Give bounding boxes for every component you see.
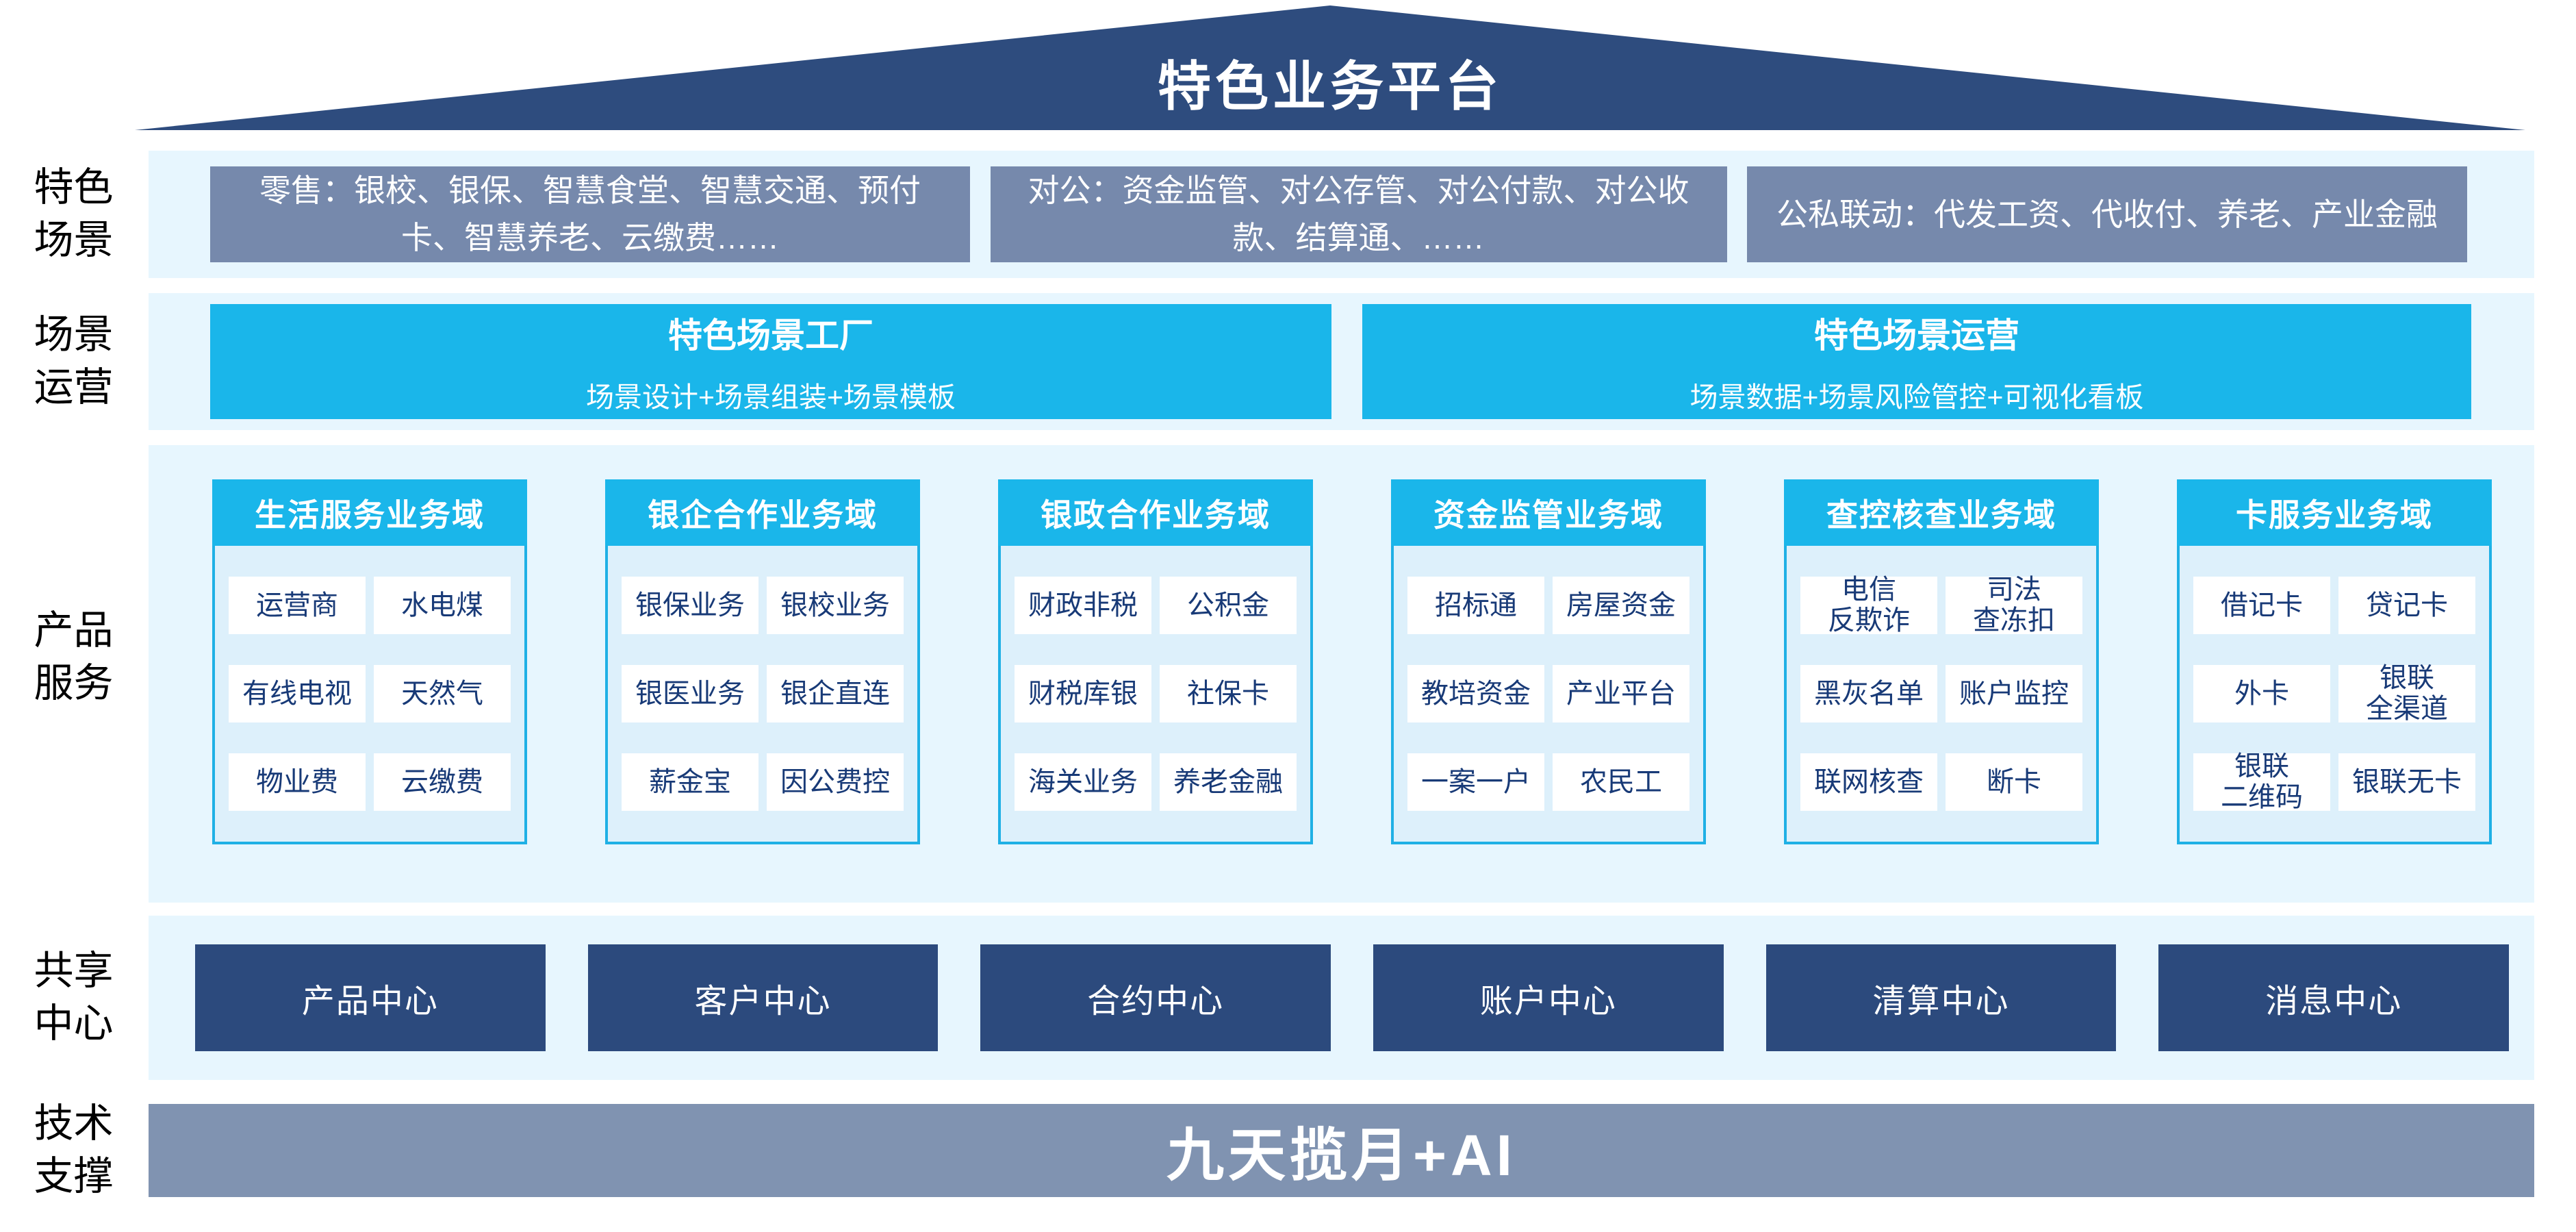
- product-column-bank-government: 银政合作业务域 财政非税 公积金 财税库银 社保卡 海关业务 养老金融: [998, 479, 1313, 844]
- product-item: 电信 反欺诈: [1800, 575, 1937, 636]
- product-item: 银联 全渠道: [2338, 663, 2475, 724]
- side-label-tech: 技术 支撑: [34, 1101, 114, 1198]
- product-column-card-services: 卡服务业务域 借记卡 贷记卡 外卡 银联 全渠道 银联 二维码 银联无卡: [2177, 479, 2492, 844]
- product-item: 联网核查: [1800, 753, 1937, 811]
- product-item: 司法 查冻扣: [1946, 575, 2082, 636]
- product-item: 银企直连: [767, 665, 904, 722]
- product-item: 教培资金: [1407, 665, 1544, 722]
- scenario-box-retail: 零售：银校、银保、智慧食堂、智慧交通、预付卡、智慧养老、云缴费……: [210, 166, 970, 262]
- tech-support-bar: 九天揽月+AI: [149, 1104, 2534, 1197]
- product-column-header: 卡服务业务域: [2177, 479, 2492, 546]
- product-item: 黑灰名单: [1800, 665, 1937, 722]
- operation-box-scene-factory: 特色场景工厂 场景设计+场景组装+场景模板: [210, 304, 1331, 419]
- product-item: 养老金融: [1160, 753, 1297, 811]
- product-column-header: 查控核查业务域: [1784, 479, 2099, 546]
- product-item: 天然气: [374, 665, 511, 722]
- scenario-box-public-private: 公私联动：代发工资、代收付、养老、产业金融: [1747, 166, 2467, 262]
- shared-center-product: 产品中心: [195, 944, 546, 1051]
- product-item: 借记卡: [2193, 577, 2330, 634]
- operation-box-title: 特色场景运营: [1814, 316, 2019, 355]
- product-item: 银保业务: [622, 577, 758, 634]
- product-column-bank-enterprise: 银企合作业务域 银保业务 银校业务 银医业务 银企直连 薪金宝 因公费控: [605, 479, 920, 844]
- operation-box-subtitle: 场景数据+场景风险管控+可视化看板: [1689, 381, 2144, 413]
- product-column-header: 银企合作业务域: [605, 479, 920, 546]
- shared-band: 产品中心 客户中心 合约中心 账户中心 清算中心 消息中心: [149, 916, 2534, 1080]
- tech-support-label: 九天揽月+AI: [1166, 1122, 1517, 1187]
- product-item: 银联无卡: [2338, 753, 2475, 811]
- product-item: 社保卡: [1160, 665, 1297, 722]
- product-item: 贷记卡: [2338, 577, 2475, 634]
- shared-center-message: 消息中心: [2158, 944, 2510, 1051]
- side-label-products: 产品 服务: [34, 608, 114, 705]
- scenario-box-corporate: 对公：资金监管、对公存管、对公付款、对公收款、结算通、……: [990, 166, 1727, 262]
- product-column-body: 招标通 房屋资金 教培资金 产业平台 一案一户 农民工: [1391, 546, 1706, 844]
- product-item: 水电煤: [374, 577, 511, 634]
- products-band: 生活服务业务域 运营商 水电煤 有线电视 天然气 物业费 云缴费 银企合作业务域…: [149, 445, 2534, 903]
- product-column-header: 资金监管业务域: [1391, 479, 1706, 546]
- product-item: 海关业务: [1015, 753, 1151, 811]
- product-item: 有线电视: [229, 665, 366, 722]
- product-column-inquiry-control: 查控核查业务域 电信 反欺诈 司法 查冻扣 黑灰名单 账户监控 联网核查 断卡: [1784, 479, 2099, 844]
- product-column-body: 财政非税 公积金 财税库银 社保卡 海关业务 养老金融: [998, 546, 1313, 844]
- product-item: 物业费: [229, 753, 366, 811]
- operations-band: 特色场景工厂 场景设计+场景组装+场景模板 特色场景运营 场景数据+场景风险管控…: [149, 293, 2534, 430]
- product-item: 农民工: [1553, 753, 1689, 811]
- product-item: 因公费控: [767, 753, 904, 811]
- operation-box-scene-operation: 特色场景运营 场景数据+场景风险管控+可视化看板: [1362, 304, 2471, 419]
- product-item: 账户监控: [1946, 665, 2082, 722]
- side-label-operations: 场景 运营: [34, 312, 114, 410]
- product-column-body: 电信 反欺诈 司法 查冻扣 黑灰名单 账户监控 联网核查 断卡: [1784, 546, 2099, 844]
- roof-banner: 特色业务平台: [135, 5, 2525, 130]
- product-item: 银医业务: [622, 665, 758, 722]
- product-item: 断卡: [1946, 753, 2082, 811]
- side-label-scenes: 特色 场景: [34, 165, 114, 262]
- product-column-body: 借记卡 贷记卡 外卡 银联 全渠道 银联 二维码 银联无卡: [2177, 546, 2492, 844]
- product-item: 运营商: [229, 577, 366, 634]
- product-column-fund-supervision: 资金监管业务域 招标通 房屋资金 教培资金 产业平台 一案一户 农民工: [1391, 479, 1706, 844]
- operation-box-subtitle: 场景设计+场景组装+场景模板: [586, 381, 956, 413]
- shared-center-clearing: 清算中心: [1765, 944, 2117, 1051]
- shared-center-account: 账户中心: [1373, 944, 1724, 1051]
- shared-center-contract: 合约中心: [980, 944, 1331, 1051]
- product-column-header: 生活服务业务域: [212, 479, 527, 546]
- page-title: 特色业务平台: [1157, 56, 1503, 116]
- product-column-life-services: 生活服务业务域 运营商 水电煤 有线电视 天然气 物业费 云缴费: [212, 479, 527, 844]
- product-item: 云缴费: [374, 753, 511, 811]
- product-item: 财税库银: [1015, 665, 1151, 722]
- product-item: 产业平台: [1553, 665, 1689, 722]
- product-item: 招标通: [1407, 577, 1544, 634]
- product-item: 房屋资金: [1553, 577, 1689, 634]
- product-item: 一案一户: [1407, 753, 1544, 811]
- product-column-body: 银保业务 银校业务 银医业务 银企直连 薪金宝 因公费控: [605, 546, 920, 844]
- product-column-body: 运营商 水电煤 有线电视 天然气 物业费 云缴费: [212, 546, 527, 844]
- product-item: 薪金宝: [622, 753, 758, 811]
- product-item: 外卡: [2193, 665, 2330, 722]
- product-item: 公积金: [1160, 577, 1297, 634]
- product-item: 财政非税: [1015, 577, 1151, 634]
- shared-center-customer: 客户中心: [587, 944, 939, 1051]
- product-column-header: 银政合作业务域: [998, 479, 1313, 546]
- product-item: 银校业务: [767, 577, 904, 634]
- side-label-shared: 共享 中心: [34, 948, 114, 1046]
- product-item: 银联 二维码: [2193, 751, 2330, 812]
- operation-box-title: 特色场景工厂: [668, 316, 873, 355]
- scenario-band: 零售：银校、银保、智慧食堂、智慧交通、预付卡、智慧养老、云缴费…… 对公：资金监…: [149, 151, 2534, 278]
